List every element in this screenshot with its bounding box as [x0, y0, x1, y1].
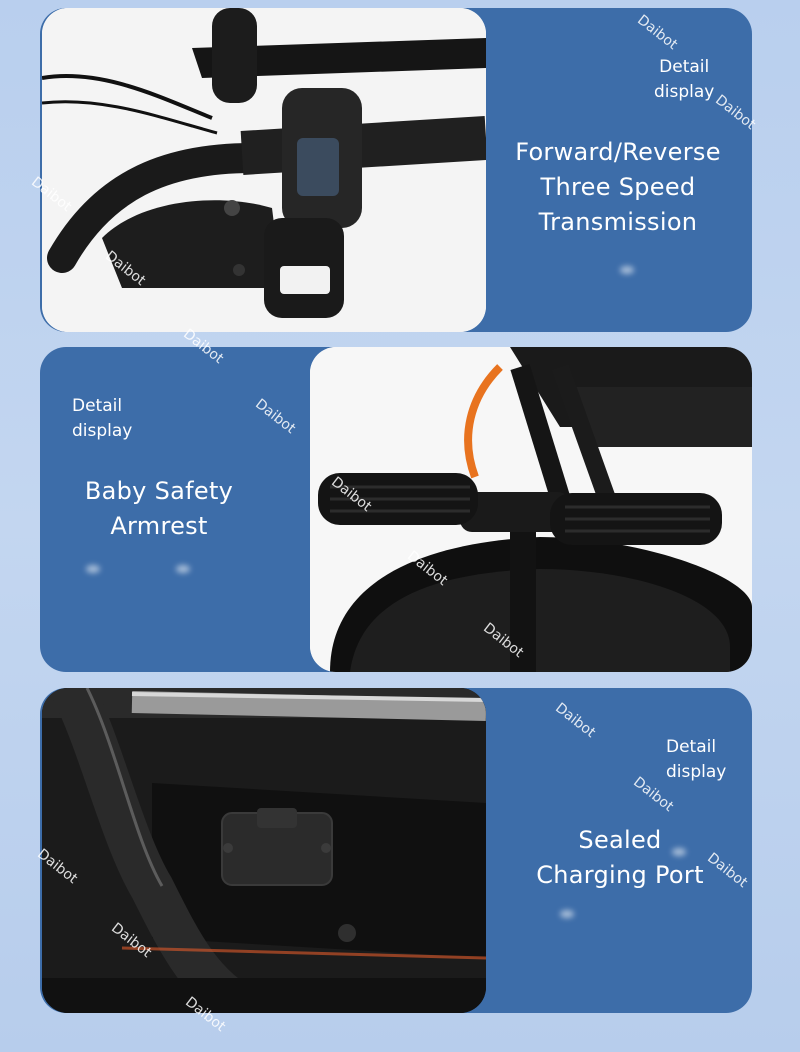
feature-panel-transmission: Detail display Forward/Reverse Three Spe… [40, 8, 752, 332]
armrest-photo [310, 347, 752, 672]
feature-title-transmission: Forward/Reverse Three Speed Transmission [502, 135, 734, 240]
handlebar-photo [42, 8, 486, 332]
title-line: Transmission [538, 208, 698, 236]
feature-panel-charging-port: Detail display Sealed Charging Port [40, 688, 752, 1013]
glow-dot [176, 565, 190, 573]
title-line: Three Speed [540, 173, 696, 201]
glow-dot [86, 565, 100, 573]
feature-title-charging-port: Sealed Charging Port [510, 823, 730, 893]
detail-display-label: Detail display [72, 396, 133, 441]
armrest-image [310, 347, 752, 672]
title-line: Sealed [578, 826, 662, 854]
charging-port-photo [42, 688, 486, 1013]
detail-display-label: Detail display [654, 57, 715, 102]
title-line: Forward/Reverse [515, 138, 721, 166]
title-line: Baby Safety [84, 477, 234, 505]
handlebar-image [42, 8, 486, 332]
title-line: Armrest [110, 512, 208, 540]
title-line: Charging Port [536, 861, 704, 889]
feature-title-armrest: Baby Safety Armrest [50, 474, 268, 544]
feature-panel-armrest: Detail display Baby Safety Armrest [40, 347, 752, 672]
detail-display-label: Detail display [666, 737, 727, 782]
glow-dot [672, 848, 686, 856]
glow-dot [620, 266, 634, 274]
glow-dot [560, 910, 574, 918]
charging-port-image [42, 688, 486, 1013]
